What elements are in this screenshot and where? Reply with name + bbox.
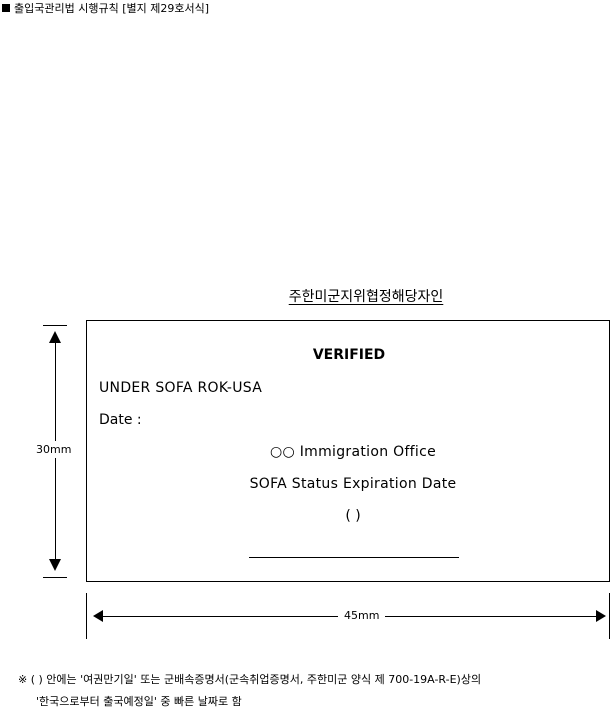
width-dimension-right-tick — [609, 593, 610, 639]
width-dimension-left-tick — [86, 593, 87, 639]
arrow-left-icon — [93, 610, 103, 622]
date-label: Date : — [99, 412, 142, 428]
signature-line — [249, 557, 459, 558]
form-header: 출입국관리법 시행규칙 [별지 제29호서식] — [2, 0, 209, 16]
verified-label: VERIFIED — [312, 347, 386, 363]
immigration-office: ○○ Immigration Office — [269, 444, 437, 460]
footnote: ※ ( ) 안에는 '여권만기일' 또는 군배속증명서(군속취업증명서, 주한미… — [18, 669, 481, 713]
arrow-right-icon — [596, 610, 606, 622]
arrow-down-icon — [49, 559, 61, 571]
height-dimension-bottom-tick — [43, 577, 67, 578]
expiration-date-parentheses: ( ) — [345, 508, 361, 524]
stamp-box: VERIFIED UNDER SOFA ROK-USA Date : ○○ Im… — [86, 320, 610, 582]
form-header-text: 출입국관리법 시행규칙 [별지 제29호서식] — [14, 2, 209, 15]
arrow-up-icon — [49, 331, 61, 343]
sofa-line: UNDER SOFA ROK-USA — [99, 380, 263, 396]
stamp-title-text: 주한미군지위협정해당자인 — [288, 289, 444, 305]
height-dimension-label: 30mm — [36, 441, 72, 458]
footnote-line-2: '한국으로부터 출국예정일' 중 빠른 날짜로 함 — [36, 695, 242, 708]
width-dimension-label: 45mm — [338, 609, 386, 622]
stamp-title: 주한미군지위협정해당자인 — [0, 286, 612, 306]
height-dimension-top-tick — [43, 325, 67, 326]
black-square-icon — [2, 4, 10, 12]
footnote-line-1: ※ ( ) 안에는 '여권만기일' 또는 군배속증명서(군속취업증명서, 주한미… — [18, 673, 482, 686]
sofa-expiration-label: SOFA Status Expiration Date — [249, 476, 457, 492]
